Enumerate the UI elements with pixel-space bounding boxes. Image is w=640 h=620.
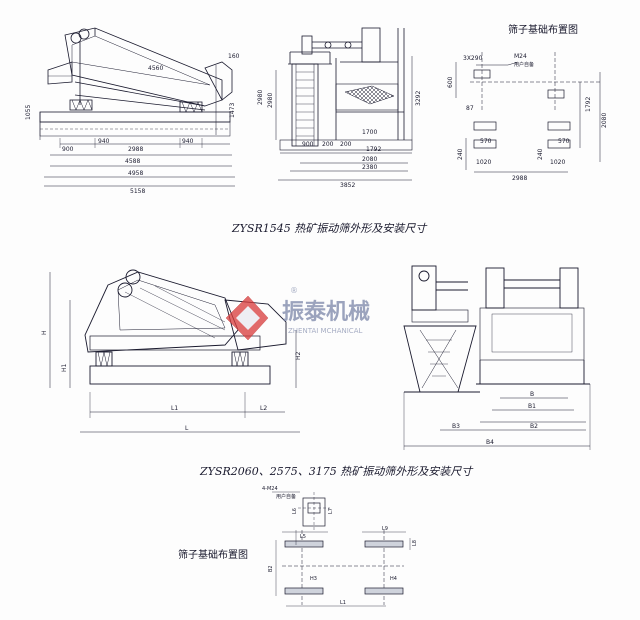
dim-1792-front: 1792 bbox=[366, 146, 381, 153]
dim-200a: 200 bbox=[322, 141, 334, 148]
dim-5158: 5158 bbox=[130, 188, 145, 195]
caption-zysr2060: ZYSR2060、2575、3175 热矿振动筛外形及安装尺寸 bbox=[199, 465, 474, 478]
dim-87: 87 bbox=[466, 105, 474, 112]
drawing-1-foundation-dims: 3X290 M24 用户自备 600 87 1792 2080 570 570 … bbox=[447, 53, 608, 182]
drawing-1-front-dims: 2980 3292 1700 900 200 200 1792 2080 238… bbox=[267, 91, 422, 189]
label-b1: B1 bbox=[528, 403, 536, 410]
dim-1700: 1700 bbox=[362, 129, 377, 136]
dim-160: 160 bbox=[228, 53, 240, 60]
label-4-m24: 4-M24 bbox=[262, 486, 278, 492]
note-user-supplied: 用户自备 bbox=[514, 61, 534, 68]
watermark-cn: 振泰机械 bbox=[282, 300, 370, 325]
dim-4560: 4560 bbox=[148, 65, 163, 72]
dim-570b: 570 bbox=[558, 138, 570, 145]
label-l7: L7 bbox=[328, 508, 334, 514]
dim-bolt-m24: M24 bbox=[514, 53, 527, 60]
dim-2080-found: 2080 bbox=[601, 113, 608, 128]
drawing-2-side-view bbox=[49, 269, 300, 433]
drawing-1-front-view bbox=[275, 27, 413, 181]
dim-900-front: 900 bbox=[302, 141, 314, 148]
dim-900: 900 bbox=[62, 146, 74, 153]
label-b2: B2 bbox=[530, 423, 538, 430]
watermark-registered: ® bbox=[290, 286, 298, 295]
dim-2988-found: 2988 bbox=[512, 175, 527, 182]
dim-hole-3x290: 3X290 bbox=[463, 55, 483, 62]
dim-1792-found: 1792 bbox=[585, 97, 592, 112]
label-l8: L8 bbox=[412, 540, 418, 546]
dim-3852: 3852 bbox=[340, 182, 355, 189]
drawing-3-foundation-plan bbox=[272, 491, 411, 607]
dim-4588: 4588 bbox=[125, 158, 140, 165]
label-l2: L2 bbox=[260, 405, 267, 412]
label-b2-found: B2 bbox=[268, 565, 274, 572]
label-l: L bbox=[185, 425, 189, 432]
caption-zysr1545: ZYSR1545 热矿振动筛外形及安装尺寸 bbox=[231, 222, 428, 235]
label-b: B bbox=[530, 391, 534, 398]
zhentai-watermark-logo: 振泰机械 ZHENTAI MCHANICAL ® bbox=[225, 286, 370, 341]
drawing-1-side-view bbox=[39, 27, 235, 187]
label-h2: H2 bbox=[295, 351, 302, 360]
dim-570a: 570 bbox=[480, 138, 492, 145]
dim-600: 600 bbox=[447, 76, 454, 88]
drawing-2-ladder-view bbox=[403, 265, 480, 393]
watermark-en: ZHENTAI MCHANICAL bbox=[288, 327, 362, 335]
dim-2080-front: 2080 bbox=[362, 156, 377, 163]
dim-240b: 240 bbox=[537, 148, 544, 160]
dim-1020b: 1020 bbox=[550, 159, 565, 166]
dim-1020a: 1020 bbox=[476, 159, 491, 166]
dim-1055: 1055 bbox=[25, 105, 32, 120]
dim-240a: 240 bbox=[457, 148, 464, 160]
label-note-user: 用户自备 bbox=[276, 493, 296, 500]
label-h3: H3 bbox=[310, 576, 317, 582]
drawing-1-side-dims: 1055 1473 160 2980 4560 900 940 2988 940… bbox=[25, 53, 264, 195]
drawing-2-side-labels: L1 L2 L H H1 H2 bbox=[41, 330, 302, 432]
dim-4958: 4958 bbox=[128, 170, 143, 177]
label-l5: L5 bbox=[300, 534, 306, 540]
dim-200b: 200 bbox=[340, 141, 352, 148]
label-l9: L9 bbox=[382, 526, 388, 532]
dim-940a: 940 bbox=[98, 138, 110, 145]
foundation-title-3: 筛子基础布置图 bbox=[178, 548, 248, 561]
drawing-2-front-labels: B B1 B2 B3 B4 bbox=[452, 391, 538, 446]
drawing-1-foundation-plan bbox=[455, 52, 601, 173]
dim-2380: 2380 bbox=[362, 164, 377, 171]
label-l1: L1 bbox=[171, 405, 178, 412]
label-b4: B4 bbox=[486, 439, 494, 446]
dim-1473: 1473 bbox=[229, 103, 236, 118]
foundation-title-1: 筛子基础布置图 bbox=[508, 23, 578, 36]
label-l1-found: L1 bbox=[340, 600, 346, 606]
label-h: H bbox=[41, 330, 48, 335]
drawing-2-front-view bbox=[403, 267, 591, 450]
dim-2988: 2988 bbox=[128, 146, 143, 153]
dim-3292: 3292 bbox=[415, 91, 422, 106]
drawing-3-labels: 4-M24 用户自备 L6 L7 L9 L8 L5 L1 B2 H3 H4 bbox=[262, 486, 418, 606]
dim-2980-left: 2980 bbox=[257, 90, 264, 105]
dim-2980-front: 2980 bbox=[267, 93, 274, 108]
dim-940b: 940 bbox=[182, 138, 194, 145]
label-h1: H1 bbox=[61, 363, 68, 372]
label-b3: B3 bbox=[452, 423, 460, 430]
label-h4: H4 bbox=[390, 576, 397, 582]
label-l6: L6 bbox=[292, 508, 298, 514]
